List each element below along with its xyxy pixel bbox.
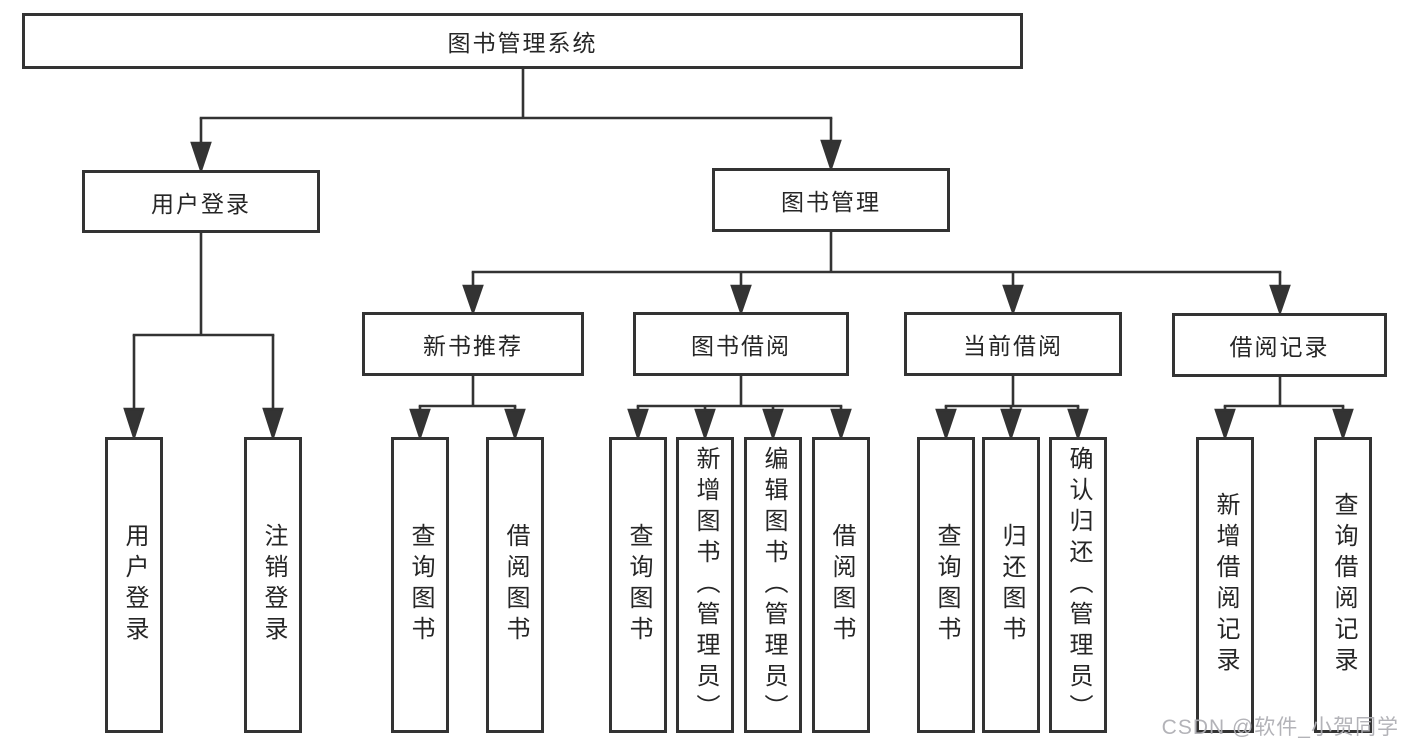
node-borrow-records-label: 借阅记录: [1229, 334, 1330, 360]
node-new-book-recommend: 新书推荐: [362, 312, 584, 376]
leaf-query-books-borrowing: 查询图书: [609, 437, 667, 733]
leaf-borrow-books-recommend-label: 借阅图书: [502, 523, 529, 647]
node-borrow-records: 借阅记录: [1172, 313, 1387, 377]
node-user-login-label: 用户登录: [151, 190, 251, 217]
node-user-login: 用户登录: [82, 170, 320, 233]
node-current-borrowing: 当前借阅: [904, 312, 1122, 376]
node-root-label: 图书管理系统: [447, 30, 598, 56]
leaf-borrow-books-borrowing: 借阅图书: [812, 437, 870, 733]
csdn-watermark: CSDN @软件_小贺同学: [1161, 716, 1399, 739]
leaf-query-borrow-record-label: 查询借阅记录: [1330, 492, 1357, 678]
leaf-query-books-borrowing-label: 查询图书: [625, 523, 652, 647]
leaf-logout-label: 注销登录: [260, 523, 287, 647]
node-book-borrowing-label: 图书借阅: [691, 333, 791, 359]
leaf-add-book-admin: 新增图书（管理员）: [676, 437, 734, 733]
leaf-add-book-admin-label: 新增图书（管理员）: [692, 445, 719, 725]
leaf-user-login: 用户登录: [105, 437, 163, 733]
leaf-borrow-books-borrowing-label: 借阅图书: [828, 523, 855, 647]
leaf-confirm-return-admin-label: 确认归还（管理员）: [1065, 445, 1092, 725]
node-root: 图书管理系统: [22, 13, 1023, 69]
leaf-query-books-recommend-label: 查询图书: [407, 523, 434, 647]
leaf-query-borrow-record: 查询借阅记录: [1314, 437, 1372, 733]
leaf-query-books-current-label: 查询图书: [933, 523, 960, 647]
leaf-logout: 注销登录: [244, 437, 302, 733]
leaf-confirm-return-admin: 确认归还（管理员）: [1049, 437, 1107, 733]
leaf-query-books-recommend: 查询图书: [391, 437, 449, 733]
leaf-return-books-label: 归还图书: [998, 523, 1025, 647]
node-current-borrowing-label: 当前借阅: [963, 333, 1063, 359]
node-book-borrowing: 图书借阅: [633, 312, 849, 376]
leaf-user-login-label: 用户登录: [121, 523, 148, 647]
leaf-edit-book-admin: 编辑图书（管理员）: [744, 437, 802, 733]
leaf-return-books: 归还图书: [982, 437, 1040, 733]
leaf-borrow-books-recommend: 借阅图书: [486, 437, 544, 733]
node-book-management: 图书管理: [712, 168, 950, 232]
leaf-add-borrow-record: 新增借阅记录: [1196, 437, 1254, 733]
leaf-edit-book-admin-label: 编辑图书（管理员）: [760, 445, 787, 725]
leaf-add-borrow-record-label: 新增借阅记录: [1212, 492, 1239, 678]
node-new-book-recommend-label: 新书推荐: [423, 333, 523, 359]
leaf-query-books-current: 查询图书: [917, 437, 975, 733]
node-book-management-label: 图书管理: [781, 189, 881, 215]
